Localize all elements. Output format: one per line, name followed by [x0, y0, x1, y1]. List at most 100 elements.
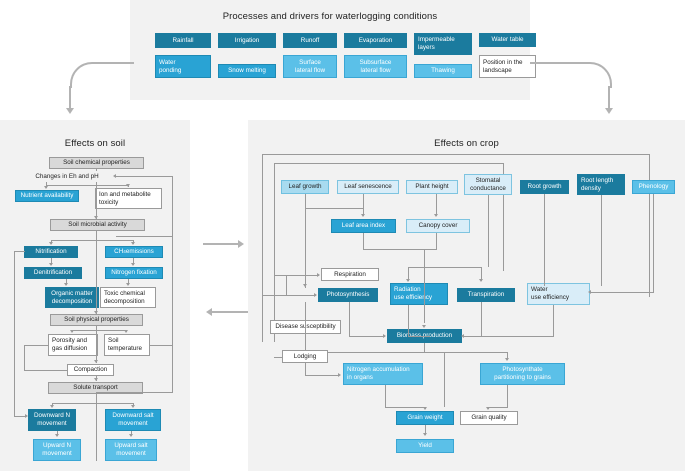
node-leaf-growth[interactable]: Leaf growth [281, 180, 329, 194]
arrowhead-water-use-efficiency [588, 290, 591, 294]
edge-fork-right [441, 267, 481, 268]
node-respiration[interactable]: Respiration [321, 268, 379, 281]
edge-grainweight-yield [425, 425, 426, 435]
node-surface-lateral-flow[interactable]: Surface lateral flow [283, 55, 337, 78]
node-leaf-senescence[interactable]: Leaf senescence [337, 180, 399, 194]
connector-top-to-crop-arrowhead [605, 108, 613, 114]
node-upward-salt-movement[interactable]: Upward salt movement [105, 439, 157, 461]
edge-ch4-nitrogenfixation [133, 258, 134, 265]
node-root-growth[interactable]: Root growth [520, 180, 569, 194]
node-solute-transport[interactable]: Solute transport [48, 382, 143, 394]
edge-lodging-to-nitrogen [305, 375, 338, 376]
arrowhead-solute-transport [94, 378, 98, 381]
node-leaf-area-index[interactable]: Leaf area index [331, 219, 396, 233]
arrowhead-toxic-chemical [126, 283, 130, 286]
node-grain-weight[interactable]: Grain weight [396, 411, 454, 425]
ch4-formula-prefix: CH [114, 248, 124, 256]
arrowhead-nitrogen-fixation [131, 263, 135, 266]
edge-downn-upn [57, 431, 58, 436]
edge-right-loop-top [116, 176, 173, 177]
node-evaporation[interactable]: Evaporation [344, 33, 407, 48]
node-canopy-cover[interactable]: Canopy cover [406, 219, 470, 233]
edge-nacc-down [385, 385, 386, 407]
edge-left-to-photosynthesis [262, 295, 316, 296]
connector-top-to-soil-stem [69, 86, 71, 110]
node-water-ponding[interactable]: Water ponding [155, 55, 211, 78]
node-transpiration[interactable]: Transpiration [457, 288, 515, 302]
node-impermeable-layers[interactable]: Impermeable layers [414, 33, 472, 55]
edge-solute-left [52, 403, 53, 406]
edge-rootlength-down [601, 195, 602, 286]
node-lodging[interactable]: Lodging [282, 350, 328, 363]
edge-left-loop-vertical [14, 251, 15, 416]
connector-crop-to-soil-arrowhead [206, 308, 212, 316]
ch4-formula-subscript: 4 [123, 249, 126, 255]
arrowhead-photosynthate-partitioning [505, 358, 509, 361]
arrowhead-denitrification [49, 263, 53, 266]
node-compaction[interactable]: Compaction [67, 364, 114, 376]
node-water-use-efficiency[interactable]: Water use efficiency [527, 283, 590, 305]
node-radiation-use-efficiency[interactable]: Radiation use efficiency [390, 283, 448, 305]
node-changes-in-eh-and-ph[interactable]: Changes in Eh and pH [35, 172, 99, 180]
arrowhead-nitrogen-accumulation [338, 373, 341, 377]
node-photosynthate-partitioning-to-grains[interactable]: Photosynthate partitioning to grains [480, 363, 565, 385]
node-plant-height[interactable]: Plant height [406, 180, 458, 194]
edge-phenology-to-wue [591, 292, 654, 293]
node-upward-n-movement[interactable]: Upward N movement [33, 439, 81, 461]
node-porosity-and-gas-diffusion[interactable]: Porosity and gas diffusion [48, 334, 98, 356]
edge-rue-down [408, 305, 409, 336]
panel-title-crop: Effects on crop [434, 138, 499, 149]
node-soil-physical-properties[interactable]: Soil physical properties [50, 314, 143, 326]
edge-photosynthate-to-grainquality [488, 407, 508, 408]
edge-biomass-fork-left [393, 352, 424, 353]
edge-right-loop-vertical [172, 176, 173, 392]
arrowhead-grain-quality [486, 407, 490, 410]
node-nitrification[interactable]: Nitrification [24, 246, 78, 258]
panel-processes-and-drivers: Processes and drivers for waterlogging c… [130, 0, 536, 100]
node-rainfall[interactable]: Rainfall [155, 33, 211, 48]
arrowhead-soil-physical-properties [94, 311, 98, 314]
node-nitrogen-fixation[interactable]: Nitrogen fixation [105, 267, 163, 279]
arrowhead-grain-weight [423, 407, 427, 410]
edge-porosity-loop-vertical [24, 345, 25, 370]
node-soil-temperature[interactable]: Soil temperature [104, 334, 150, 356]
frame-outer-top [262, 154, 650, 155]
node-ion-and-metabolite-toxicity[interactable]: Ion and metabolite toxicity [95, 188, 162, 209]
node-irrigation[interactable]: Irrigation [218, 33, 276, 48]
edge-spine-compaction [96, 330, 97, 363]
node-soil-microbial-activity[interactable]: Soil microbial activity [50, 219, 145, 231]
edge-nitrogenfix-toxic [128, 279, 129, 285]
node-nutrient-availability[interactable]: Nutrient availability [15, 190, 79, 202]
node-organic-matter-decomposition[interactable]: Organic matter decomposition [45, 287, 99, 308]
node-nitrogen-accumulation-in-organs[interactable]: Nitrogen accumulation in organs [343, 363, 423, 385]
arrowhead-ch4-emissions [131, 242, 135, 245]
edge-leafgrowth-bar [305, 208, 363, 209]
connector-top-to-soil-arrowhead [66, 108, 74, 114]
frame-inner-right [503, 163, 504, 271]
edge-solute-right [133, 403, 134, 406]
node-runoff[interactable]: Runoff [283, 33, 337, 48]
edge-nacc-to-grainweight [385, 407, 425, 408]
node-photosynthesis[interactable]: Photosynthesis [318, 288, 378, 302]
arrowhead-biomass-production [422, 325, 426, 328]
node-position-in-the-landscape[interactable]: Position in the landscape [479, 55, 536, 78]
node-downward-salt-movement[interactable]: Downward salt movement [105, 409, 161, 431]
node-snow-melting[interactable]: Snow melting [218, 64, 276, 78]
node-denitrification[interactable]: Denitrification [24, 267, 82, 279]
arrowhead-downward-n-movement [50, 405, 54, 408]
node-yield[interactable]: Yield [396, 439, 454, 453]
arrowhead-soil-temperature [124, 330, 128, 333]
node-downward-n-movement[interactable]: Downward N movement [28, 409, 76, 431]
node-toxic-chemical-decomposition[interactable]: Toxic chemical decomposition [100, 287, 156, 308]
node-soil-chemical-properties[interactable]: Soil chemical properties [49, 157, 144, 169]
node-water-table[interactable]: Water table [479, 33, 536, 47]
edge-join-to-spine [424, 249, 425, 267]
node-subsurface-lateral-flow[interactable]: Subsurface lateral flow [344, 55, 407, 78]
node-phenology[interactable]: Phenology [632, 180, 675, 194]
node-stomatal-conductance[interactable]: Stomatal conductance [464, 174, 512, 195]
node-root-length-density[interactable]: Root length density [577, 174, 625, 195]
node-thawing[interactable]: Thawing [414, 64, 472, 78]
edge-porosity-loop-bottom [24, 370, 67, 371]
node-grain-quality[interactable]: Grain quality [460, 411, 518, 425]
